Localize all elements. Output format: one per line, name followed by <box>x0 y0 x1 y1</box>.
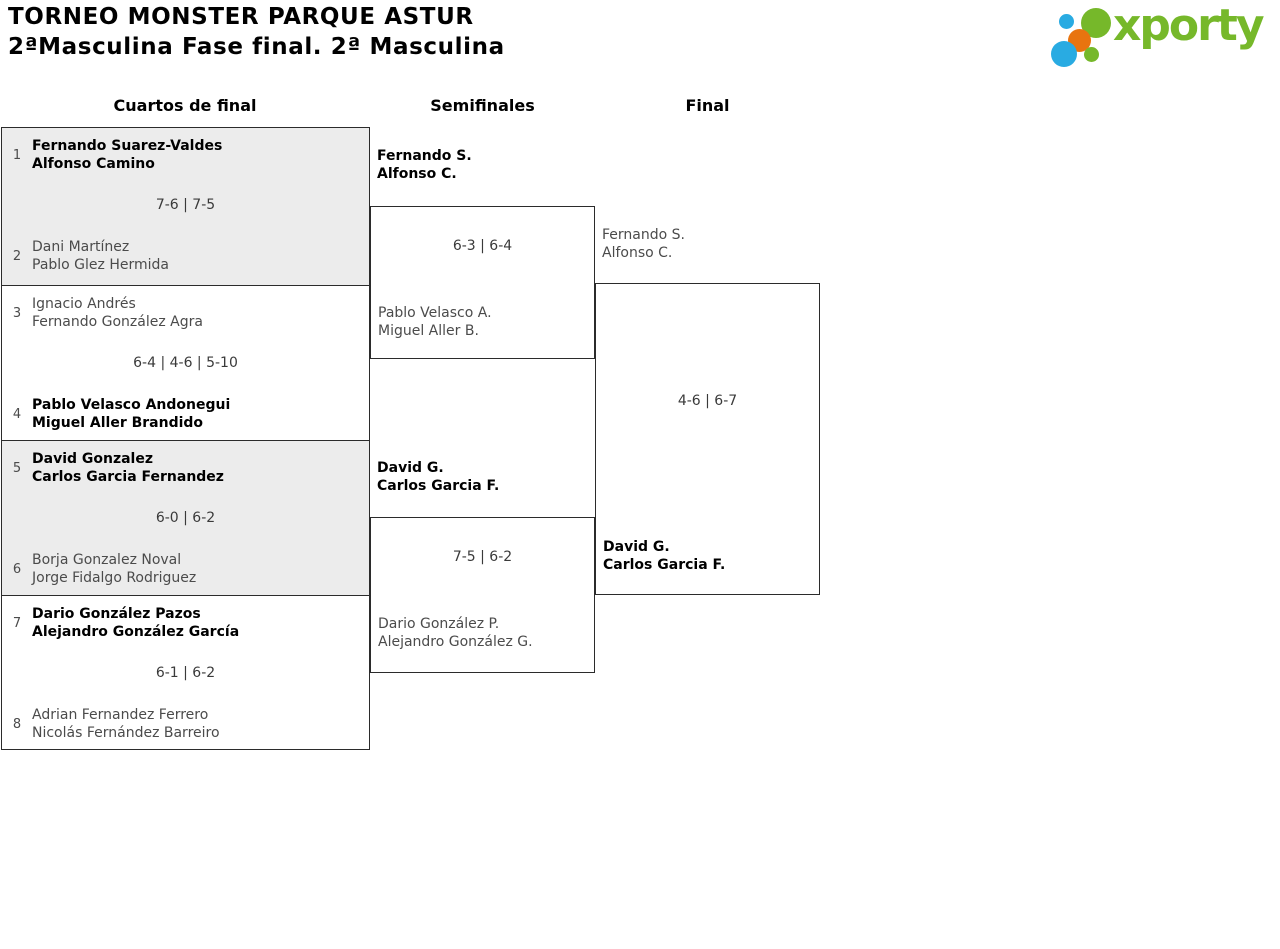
player-name: Borja Gonzalez Noval <box>32 552 182 568</box>
match-score: 6-4 | 4-6 | 5-10 <box>133 355 238 371</box>
column-header-final: Final <box>685 96 730 115</box>
player-name: Fernando S. <box>377 148 472 164</box>
logo-dot-blue-small-icon <box>1059 14 1074 29</box>
player-name: Alfonso Camino <box>32 156 155 172</box>
player-name: Ignacio Andrés <box>32 296 136 312</box>
player-name: Pablo Velasco A. <box>378 305 492 321</box>
final-champion-label: David G. Carlos Garcia F. <box>603 538 725 574</box>
qf4-team-top: 7 Dario González Pazos Alejandro Gonzále… <box>10 605 239 641</box>
match-quarterfinal-2[interactable]: 3 Ignacio Andrés Fernando González Agra … <box>2 285 369 441</box>
player-name: David G. <box>377 460 444 476</box>
player-name: Dani Martínez <box>32 239 130 255</box>
player-name: Fernando S. <box>602 227 685 243</box>
match-semifinal-1[interactable]: 6-3 | 6-4 Pablo Velasco A. Miguel Aller … <box>370 206 595 359</box>
player-name: Pablo Velasco Andonegui <box>32 397 231 413</box>
seed-number: 4 <box>12 406 22 422</box>
player-name: Carlos Garcia F. <box>603 557 726 573</box>
team-names: Fernando Suarez-Valdes Alfonso Camino <box>32 137 222 173</box>
match-quarterfinal-3[interactable]: 5 David Gonzalez Carlos Garcia Fernandez… <box>2 440 369 596</box>
match-score: 6-3 | 6-4 <box>452 238 513 254</box>
semifinal-1-team-top-label: Fernando S. Alfonso C. <box>377 147 472 183</box>
column-header-semifinals: Semifinales <box>430 96 535 115</box>
team-names: Ignacio Andrés Fernando González Agra <box>32 295 203 331</box>
player-name: Carlos Garcia Fernandez <box>32 469 224 485</box>
qf3-team-top: 5 David Gonzalez Carlos Garcia Fernandez <box>10 450 224 486</box>
page-subtitle: 2ªMasculina Fase final. 2ª Masculina <box>8 34 505 60</box>
player-name: Alejandro González G. <box>378 634 533 650</box>
team-names: Dani Martínez Pablo Glez Hermida <box>32 238 169 274</box>
page-header: TORNEO MONSTER PARQUE ASTUR 2ªMasculina … <box>8 2 505 62</box>
xporty-logo[interactable]: xporty <box>1048 0 1274 67</box>
seed-number: 6 <box>12 561 22 577</box>
match-quarterfinal-1[interactable]: 1 Fernando Suarez-Valdes Alfonso Camino … <box>2 128 369 285</box>
player-name: Miguel Aller B. <box>378 323 479 339</box>
logo-dot-blue-large-icon <box>1051 41 1077 67</box>
match-score: 7-5 | 6-2 <box>452 549 513 565</box>
player-name: David G. <box>603 539 670 555</box>
team-names: Dario González Pazos Alejandro González … <box>32 605 239 641</box>
seed-number: 5 <box>12 460 22 476</box>
qf2-team-bottom: 4 Pablo Velasco Andonegui Miguel Aller B… <box>10 396 230 432</box>
match-quarterfinal-4[interactable]: 7 Dario González Pazos Alejandro Gonzále… <box>2 595 369 750</box>
match-score: 7-6 | 7-5 <box>155 197 216 213</box>
semifinal-1-team-bottom-label: Pablo Velasco A. Miguel Aller B. <box>378 304 492 340</box>
player-name: Miguel Aller Brandido <box>32 415 204 431</box>
player-name: Dario González Pazos <box>32 606 201 622</box>
player-name: Alejandro González García <box>32 624 240 640</box>
qf1-team-top: 1 Fernando Suarez-Valdes Alfonso Camino <box>10 137 222 173</box>
page-title: TORNEO MONSTER PARQUE ASTUR <box>8 4 474 30</box>
team-names: Borja Gonzalez Noval Jorge Fidalgo Rodri… <box>32 551 196 587</box>
team-names: Adrian Fernandez Ferrero Nicolás Fernánd… <box>32 706 220 742</box>
team-names: Pablo Velasco Andonegui Miguel Aller Bra… <box>32 396 230 432</box>
seed-number: 8 <box>12 716 22 732</box>
match-score: 6-1 | 6-2 <box>155 665 216 681</box>
qf4-team-bottom: 8 Adrian Fernandez Ferrero Nicolás Ferná… <box>10 706 220 742</box>
player-name: Carlos Garcia F. <box>377 478 500 494</box>
player-name: Nicolás Fernández Barreiro <box>32 725 220 741</box>
player-name: Fernando González Agra <box>32 314 203 330</box>
seed-number: 3 <box>12 305 22 321</box>
player-name: Alfonso C. <box>377 166 457 182</box>
logo-dot-green-small-icon <box>1084 47 1099 62</box>
player-name: Pablo Glez Hermida <box>32 257 169 273</box>
column-header-quarterfinals: Cuartos de final <box>113 96 257 115</box>
qf1-team-bottom: 2 Dani Martínez Pablo Glez Hermida <box>10 238 169 274</box>
player-name: Jorge Fidalgo Rodriguez <box>32 570 197 586</box>
final-team-top-label: Fernando S. Alfonso C. <box>602 226 685 262</box>
match-final[interactable]: 4-6 | 6-7 David G. Carlos Garcia F. <box>595 283 820 595</box>
player-name: Dario González P. <box>378 616 500 632</box>
semifinal-2-team-bottom-label: Dario González P. Alejandro González G. <box>378 615 533 651</box>
qf3-team-bottom: 6 Borja Gonzalez Noval Jorge Fidalgo Rod… <box>10 551 196 587</box>
seed-number: 1 <box>12 147 22 163</box>
quarterfinals-bracket: 1 Fernando Suarez-Valdes Alfonso Camino … <box>1 127 370 750</box>
seed-number: 7 <box>12 615 22 631</box>
match-semifinal-2[interactable]: 7-5 | 6-2 Dario González P. Alejandro Go… <box>370 517 595 673</box>
player-name: Alfonso C. <box>602 245 673 261</box>
match-score: 4-6 | 6-7 <box>677 393 738 409</box>
semifinal-2-team-top-label: David G. Carlos Garcia F. <box>377 459 499 495</box>
player-name: Fernando Suarez-Valdes <box>32 138 223 154</box>
seed-number: 2 <box>12 248 22 264</box>
player-name: David Gonzalez <box>32 451 154 467</box>
logo-wordmark: xporty <box>1113 0 1265 51</box>
player-name: Adrian Fernandez Ferrero <box>32 707 209 723</box>
qf2-team-top: 3 Ignacio Andrés Fernando González Agra <box>10 295 203 331</box>
match-score: 6-0 | 6-2 <box>155 510 216 526</box>
team-names: David Gonzalez Carlos Garcia Fernandez <box>32 450 224 486</box>
